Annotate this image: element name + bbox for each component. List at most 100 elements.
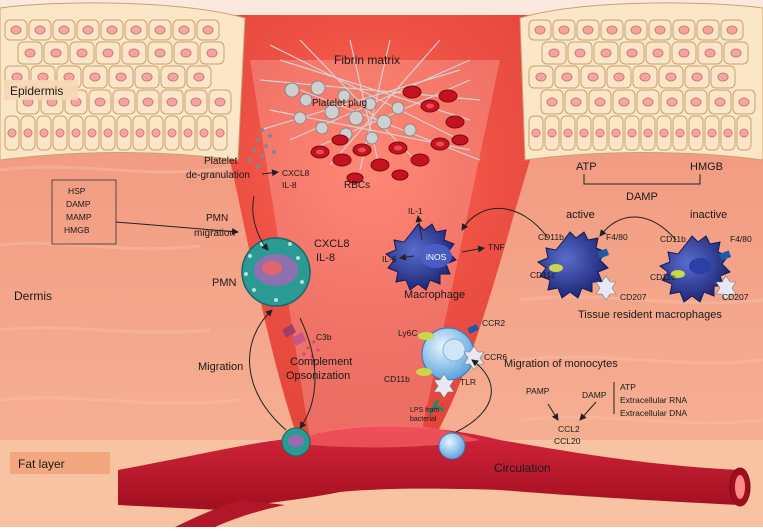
- keratinocyte-nucleus: [611, 128, 621, 138]
- keratinocyte-nucleus: [546, 97, 558, 107]
- label-inactive-cd11c: CD11c: [650, 272, 676, 282]
- arrow-signals-to-pmn: [115, 221, 239, 235]
- label-tissue-resident: Tissue resident macrophages: [578, 309, 722, 321]
- keratinocyte-nucleus: [723, 128, 733, 138]
- resident-macrophage-inactive: [658, 235, 737, 303]
- label-damp-top: DAMP: [626, 191, 658, 203]
- keratinocyte-nucleus: [141, 72, 153, 82]
- keratinocyte-nucleus: [738, 97, 750, 107]
- keratinocyte-nucleus: [23, 128, 33, 138]
- keratinocyte-nucleus: [582, 25, 594, 35]
- keratinocyte-nucleus: [563, 128, 573, 138]
- keratinocyte-nucleus: [594, 97, 606, 107]
- label-inactive-cd207: CD207: [722, 292, 749, 302]
- label-ly6c: Ly6C: [398, 328, 418, 338]
- keratinocyte-nucleus: [547, 128, 557, 138]
- keratinocyte-nucleus: [678, 25, 690, 35]
- keratinocyte-nucleus: [180, 48, 192, 58]
- keratinocyte-nucleus: [142, 97, 154, 107]
- arrow-il1: [415, 215, 423, 241]
- label-dermis: Dermis: [14, 289, 52, 303]
- keratinocyte-nucleus: [691, 72, 703, 82]
- keratinocyte-nucleus: [89, 72, 101, 82]
- keratinocyte-nucleus: [11, 72, 23, 82]
- blood-vessel: [118, 423, 751, 527]
- keratinocyte-nucleus: [704, 48, 716, 58]
- keratinocyte-nucleus: [606, 25, 618, 35]
- signal-mamp: MAMP: [66, 212, 92, 222]
- label-platelet-il8: IL-8: [282, 180, 297, 190]
- label-damp-hmgb: HMGB: [690, 161, 723, 173]
- keratinocyte-nucleus: [595, 128, 605, 138]
- keratinocyte-nucleus: [167, 128, 177, 138]
- epidermis-label-bg: [4, 80, 78, 100]
- label-active-f480: F4/80: [606, 232, 628, 242]
- keratinocyte-nucleus: [128, 48, 140, 58]
- damp-bracket: [583, 174, 701, 185]
- keratinocyte-nucleus: [654, 25, 666, 35]
- keratinocyte-nucleus: [707, 128, 717, 138]
- label-inactive: inactive: [690, 209, 727, 221]
- c3b-complement: [282, 324, 320, 358]
- label-damp-chem: DAMP: [582, 390, 607, 400]
- arrow-degranulation: [261, 169, 279, 177]
- keratinocyte-nucleus: [730, 48, 742, 58]
- keratinocyte-nucleus: [206, 48, 218, 58]
- rbc-centers: [316, 103, 444, 155]
- arrow-damp: [579, 401, 597, 421]
- label-ccl2: CCL2: [558, 424, 580, 434]
- keratinocyte-nucleus: [675, 128, 685, 138]
- keratinocyte-nucleus: [665, 72, 677, 82]
- keratinocyte-nucleus: [24, 48, 36, 58]
- keratinocyte-nucleus: [666, 97, 678, 107]
- label-active: active: [566, 209, 595, 221]
- keratinocyte-nucleus: [652, 48, 664, 58]
- keratinocyte-nucleus: [558, 25, 570, 35]
- keratinocyte-nucleus: [642, 97, 654, 107]
- signal-damp: DAMP: [66, 199, 91, 209]
- keratinocyte-nucleus: [702, 25, 714, 35]
- macrophage-cell: [384, 223, 457, 291]
- keratinocyte-nucleus: [135, 128, 145, 138]
- keratinocyte-nucleus: [37, 72, 49, 82]
- label-platelet-plug: Platelet plug: [312, 98, 367, 109]
- keratinocyte-nucleus: [50, 48, 62, 58]
- keratinocyte-nucleus: [10, 25, 22, 35]
- keratinocyte-nucleus: [618, 97, 630, 107]
- keratinocyte-nucleus: [106, 25, 118, 35]
- keratinocyte-nucleus: [151, 128, 161, 138]
- label-ccr6: CCR6: [484, 352, 507, 362]
- label-platelet-cxcl8: CXCL8: [282, 168, 310, 178]
- keratinocyte-nucleus: [82, 25, 94, 35]
- label-ccr2: CCR2: [482, 318, 505, 328]
- label-circulation: Circulation: [494, 461, 551, 475]
- keratinocyte-nucleus: [183, 128, 193, 138]
- arrow-tnf: [461, 245, 485, 253]
- signal-hsp: HSP: [68, 186, 86, 196]
- keratinocyte-nucleus: [531, 128, 541, 138]
- keratinocyte-nucleus: [570, 97, 582, 107]
- label-damp-list-rna: Extracellular RNA: [620, 395, 687, 405]
- label-lps-1: LPS from: [410, 407, 439, 414]
- label-degranulation: de-granulation: [186, 170, 250, 181]
- keratinocyte-nucleus: [561, 72, 573, 82]
- keratinocyte-nucleus: [118, 97, 130, 107]
- keratinocyte-nucleus: [579, 128, 589, 138]
- keratinocyte-nucleus: [7, 128, 17, 138]
- keratinocyte-nucleus: [214, 97, 226, 107]
- label-active-cd11b: CD11b: [538, 232, 564, 242]
- keratinocyte-nucleus: [548, 48, 560, 58]
- keratinocyte-nucleus: [39, 128, 49, 138]
- keratinocyte-nucleus: [690, 97, 702, 107]
- vessel-monocyte: [438, 432, 466, 460]
- keratinocyte-nucleus: [639, 72, 651, 82]
- keratinocyte-nucleus: [94, 97, 106, 107]
- label-damp-list-atp: ATP: [620, 382, 636, 392]
- monocyte-cell: [416, 324, 485, 415]
- label-complement: Complement: [290, 356, 352, 368]
- keratinocyte-nucleus: [102, 48, 114, 58]
- degranulation-dots: [248, 128, 276, 168]
- keratinocyte-nucleus: [55, 128, 65, 138]
- dermis-fibers: [0, 165, 763, 425]
- label-opsonization: Opsonization: [286, 370, 350, 382]
